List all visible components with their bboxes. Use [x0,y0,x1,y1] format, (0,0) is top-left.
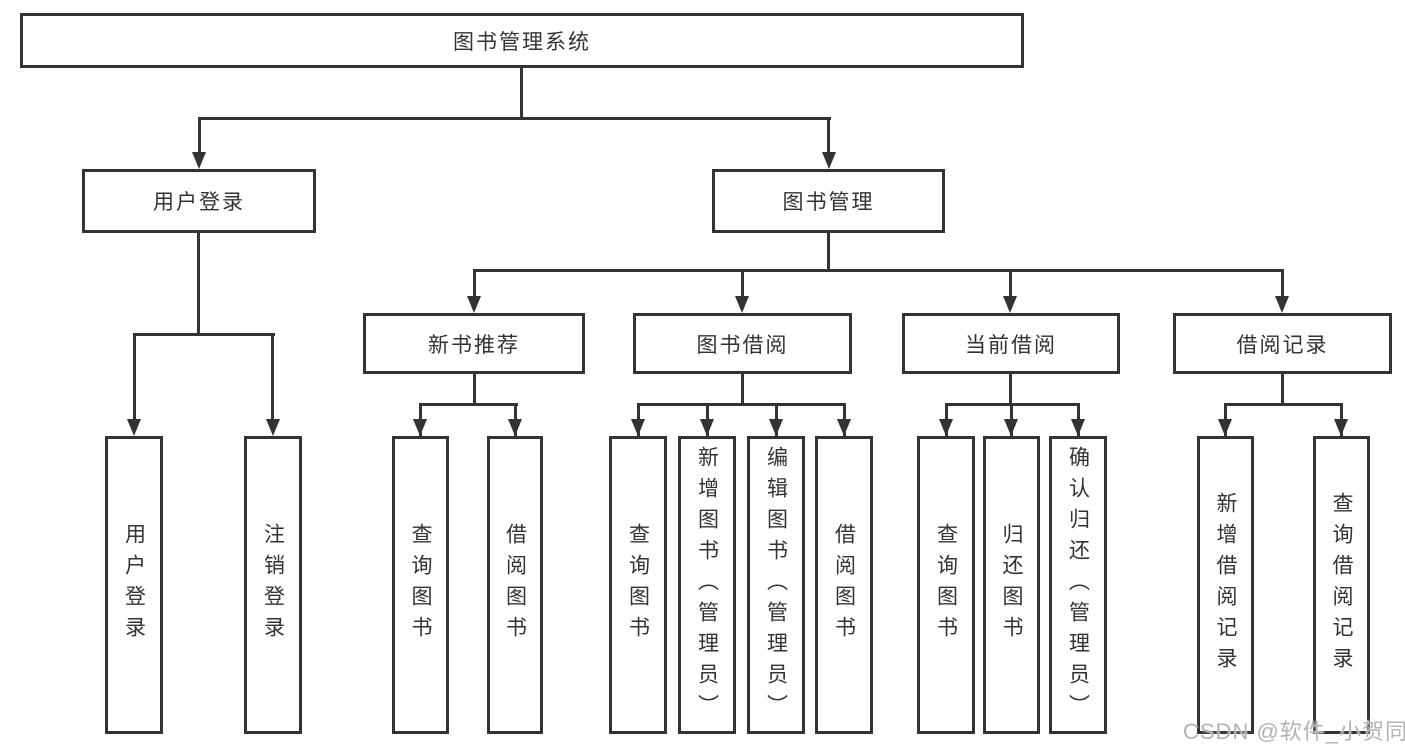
connector-line [473,269,476,303]
node-label: 图书管理 [782,191,875,214]
connector-line [198,117,831,120]
arrowhead-icon [631,419,645,436]
arrowhead-icon [1275,296,1289,313]
watermark-text: CSDN @软件_小贺同学 [1183,719,1405,744]
node-library-management-system: 图书管理系统 [20,13,1024,68]
connector-line [1281,374,1284,406]
node-label: 用户登录 [122,523,146,647]
node-label: 查询图书 [409,523,432,647]
connector-line [827,233,830,272]
node-label: 查询借阅记录 [1330,492,1353,678]
arrowhead-icon [127,419,141,436]
node-label: 查询图书 [626,523,650,647]
node-current-borrowing: 当前借阅 [902,313,1120,374]
node-query-borrow-record: 查询借阅记录 [1313,436,1370,734]
node-query-books-borrow: 查询图书 [609,436,667,734]
connector-line [133,333,275,336]
node-user-login: 用户登录 [82,169,316,233]
arrowhead-icon [837,419,851,436]
node-label: 归还图书 [1000,523,1023,647]
arrowhead-icon [508,419,522,436]
node-label: 注销登录 [261,523,285,647]
connector-line [473,374,476,406]
connector-line [741,269,744,303]
arrowhead-icon [1071,419,1085,436]
connector-line [827,117,830,157]
node-label: 借阅图书 [503,523,527,647]
connector-line [133,333,136,420]
connector-line [473,269,1284,272]
node-label: 借阅记录 [1236,333,1329,357]
arrowhead-icon [769,419,783,436]
arrowhead-icon [700,419,714,436]
connector-line [419,403,518,406]
arrowhead-icon [735,296,749,313]
node-borrowing-records: 借阅记录 [1173,313,1392,374]
node-borrow-books-recommend: 借阅图书 [487,436,543,734]
node-label: 图书借阅 [696,333,789,357]
node-label: 查询图书 [934,523,958,647]
node-book-management: 图书管理 [712,169,945,233]
node-label: 用户登录 [153,191,245,214]
connector-line [1281,269,1284,303]
arrowhead-icon [822,152,836,169]
node-add-borrow-record: 新增借阅记录 [1197,436,1254,734]
arrowhead-icon [1218,419,1232,436]
node-label: 新增借阅记录 [1214,492,1237,678]
node-new-book-recommendation: 新书推荐 [363,313,585,374]
node-label: 编辑图书（管理员） [764,445,788,725]
connector-line [1009,269,1012,303]
node-edit-books-admin: 编辑图书（管理员） [747,436,805,734]
node-label: 确认归还（管理员） [1066,445,1090,725]
node-label: 图书管理系统 [453,30,591,54]
connector-line [197,233,200,336]
node-query-books-current: 查询图书 [917,436,975,734]
node-book-borrowing: 图书借阅 [633,313,852,374]
node-add-books-admin: 新增图书（管理员） [678,436,736,734]
connector-line [520,67,523,119]
arrowhead-icon [266,419,280,436]
node-return-books: 归还图书 [983,436,1040,734]
node-label: 借阅图书 [832,523,856,647]
node-label: 新书推荐 [428,333,520,357]
connector-line [1224,403,1343,406]
arrowhead-icon [467,296,481,313]
node-query-books-recommend: 查询图书 [392,436,449,734]
arrowhead-icon [939,419,953,436]
node-user-login-leaf: 用户登录 [105,436,163,734]
connector-line [198,117,201,157]
node-label: 当前借阅 [965,333,1057,357]
arrowhead-icon [1004,419,1018,436]
arrowhead-icon [413,419,427,436]
connector-line [271,333,274,420]
node-borrow-books-borrow: 借阅图书 [815,436,873,734]
connector-line [1009,374,1012,406]
arrowhead-icon [192,152,206,169]
node-logout: 注销登录 [244,436,302,734]
node-label: 新增图书（管理员） [695,445,719,725]
arrowhead-icon [1334,419,1348,436]
connector-line [741,374,744,406]
node-confirm-return-admin: 确认归还（管理员） [1049,436,1107,734]
connector-line [637,403,845,406]
arrowhead-icon [1003,296,1017,313]
